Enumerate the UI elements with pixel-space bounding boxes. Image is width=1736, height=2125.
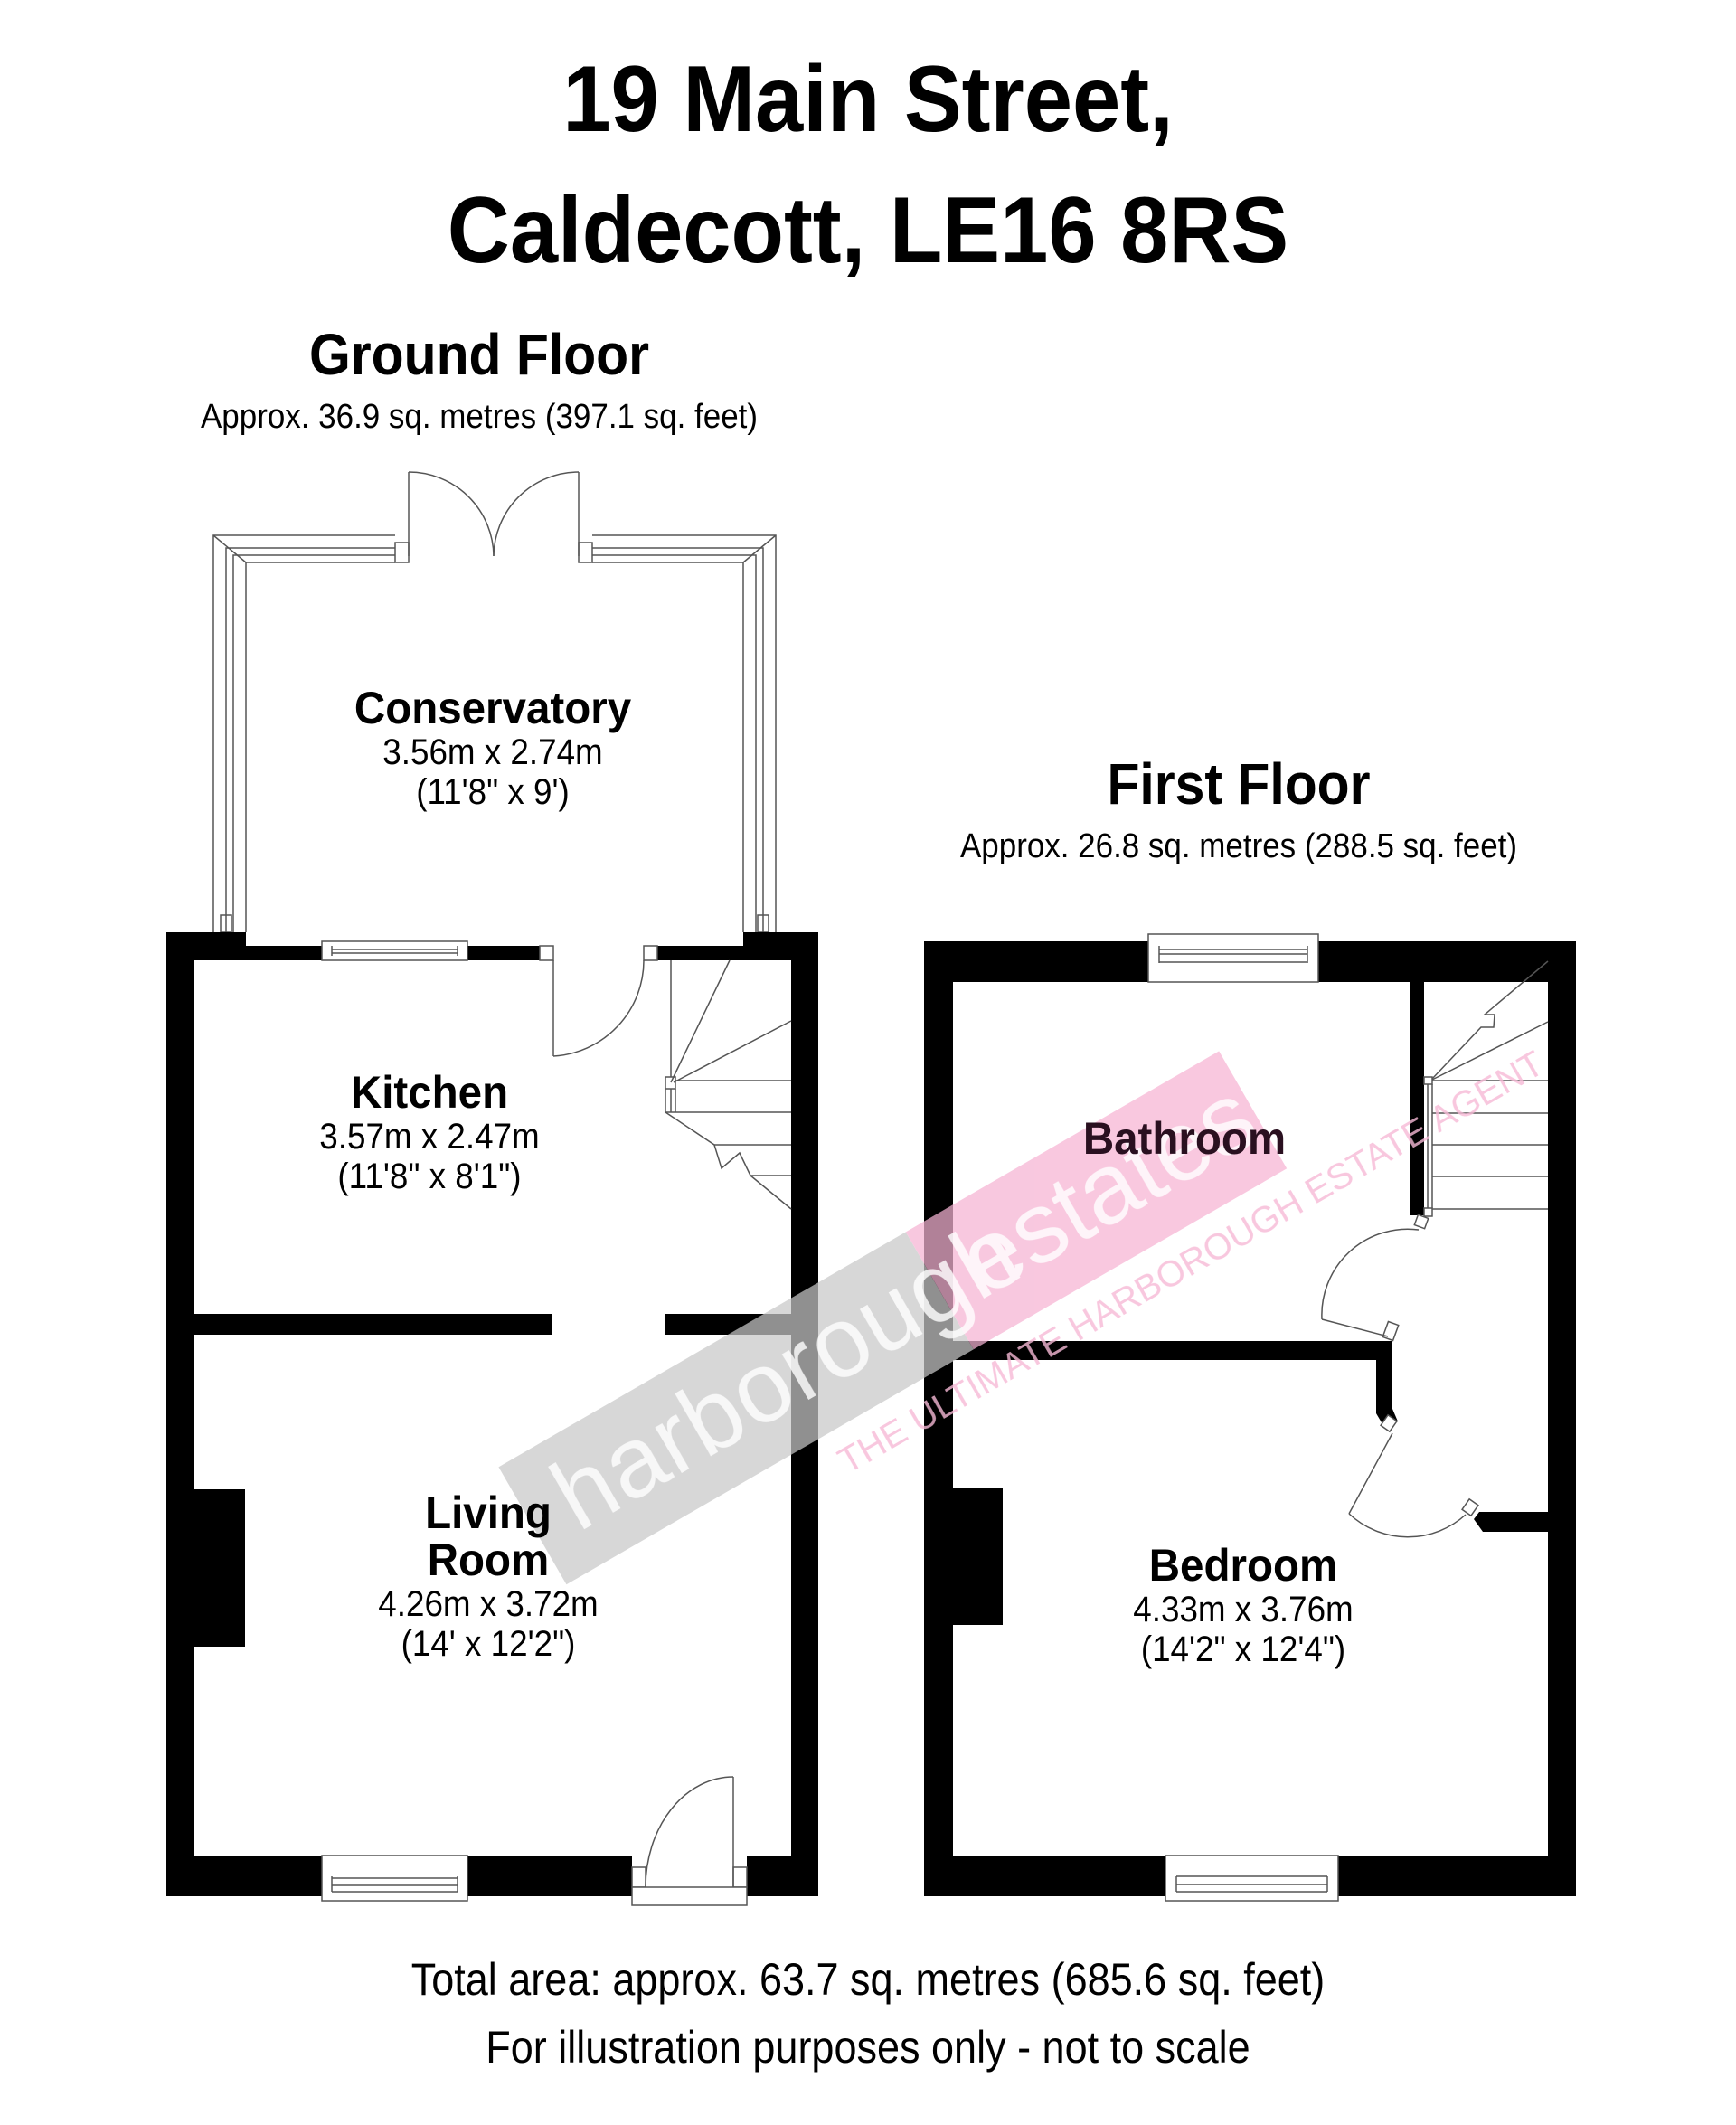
- conservatory-french-doors-icon: [408, 471, 580, 557]
- harborough-estates-watermark: [498, 1051, 1288, 1585]
- room-dimensions-imperial: (11'8" x 9'): [416, 772, 570, 812]
- room-name-line1: Living: [425, 1488, 552, 1538]
- property-address-line1: 19 Main Street,: [562, 47, 1174, 152]
- total-area: Total area: approx. 63.7 sq. metres (685…: [410, 1954, 1326, 2005]
- room-label-kitchen: Kitchen 3.57m x 2.47m (11'8" x 8'1"): [194, 1070, 665, 1195]
- first-floor-staircase-icon: [1423, 960, 1549, 1217]
- room-dimensions-metric: 3.57m x 2.47m: [319, 1117, 540, 1157]
- room-label-bathroom: Bathroom: [1004, 1116, 1365, 1161]
- kitchen-door-icon: [539, 945, 658, 1057]
- room-name: Bathroom: [1082, 1113, 1287, 1164]
- room-dimensions-imperial: (11'8" x 8'1"): [337, 1157, 522, 1196]
- disclaimer: For illustration purposes only - not to …: [486, 2022, 1250, 2073]
- first-floor-plan: [924, 933, 1576, 1902]
- room-dimensions-metric: 3.56m x 2.74m: [382, 732, 603, 772]
- bathroom-door-icon: [1321, 1214, 1429, 1342]
- room-name-line2: Room: [427, 1535, 550, 1585]
- first-floor-walls: [924, 941, 1576, 1896]
- first-floor-title: First Floor: [1107, 751, 1371, 817]
- ground-floor-area: Approx. 36.9 sq. metres (397.1 sq. feet): [200, 398, 758, 436]
- room-label-conservatory: Conservatory 3.56m x 2.74m (11'8" x 9'): [244, 685, 741, 810]
- bedroom-window-icon: [1165, 1855, 1339, 1902]
- first-floor-area: Approx. 26.8 sq. metres (288.5 sq. feet): [959, 827, 1517, 865]
- watermark-pink-band: [905, 1051, 1288, 1350]
- front-door-icon: [631, 1776, 748, 1906]
- room-name: Conservatory: [354, 683, 632, 733]
- room-dimensions-metric: 4.33m x 3.76m: [1133, 1590, 1354, 1629]
- room-name: Bedroom: [1148, 1540, 1338, 1591]
- bathroom-window-icon: [1147, 933, 1319, 983]
- ground-floor-staircase-icon: [665, 959, 792, 1210]
- room-label-living-room: Living Room 4.26m x 3.72m (14' x 12'2"): [244, 1490, 732, 1662]
- room-label-bedroom: Bedroom 4.33m x 3.76m (14'2" x 12'4"): [995, 1543, 1492, 1667]
- room-name: Kitchen: [350, 1067, 509, 1118]
- kitchen-window-icon: [321, 940, 468, 961]
- room-dimensions-metric: 4.26m x 3.72m: [378, 1584, 599, 1624]
- ground-floor-title: Ground Floor: [308, 322, 650, 387]
- conservatory-glazing: [212, 534, 777, 933]
- bedroom-door-icon: [1348, 1413, 1479, 1538]
- living-room-window-icon: [321, 1855, 468, 1902]
- property-address-line2: Caldecott, LE16 8RS: [447, 178, 1289, 283]
- watermark-grey-band: [498, 1232, 974, 1585]
- room-dimensions-imperial: (14'2" x 12'4"): [1140, 1629, 1346, 1669]
- room-dimensions-imperial: (14' x 12'2"): [401, 1624, 576, 1664]
